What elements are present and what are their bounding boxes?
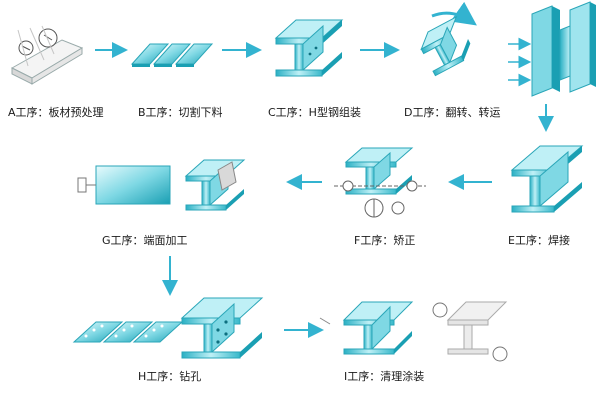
step-f-label: F工序：矫正: [354, 234, 416, 247]
step-d-transfer-illustration: [508, 1, 596, 97]
step-d-label: D工序：翻转、转运: [404, 106, 501, 119]
step-f-illustration: [334, 147, 426, 218]
step-i-label: I工序：清理涂装: [344, 370, 425, 383]
step-e-label: E工序：焊接: [508, 234, 570, 247]
step-b-illustration: [130, 43, 214, 67]
step-b-label: B工序：切割下料: [138, 106, 223, 119]
step-g-illustration: [77, 159, 246, 211]
step-c-label: C工序：H型钢组装: [268, 106, 361, 119]
step-g-label: G工序：端面加工: [102, 234, 188, 247]
step-e-illustration: [510, 145, 584, 213]
step-h-illustration: [72, 297, 264, 359]
step-a-illustration: [10, 25, 84, 85]
step-c-illustration: [274, 19, 344, 77]
step-h-label: H工序：钻孔: [138, 370, 202, 383]
step-i-illustration: [319, 301, 508, 362]
step-d-illustration: [420, 1, 477, 77]
step-a-label: A工序：板材预处理: [8, 106, 104, 119]
